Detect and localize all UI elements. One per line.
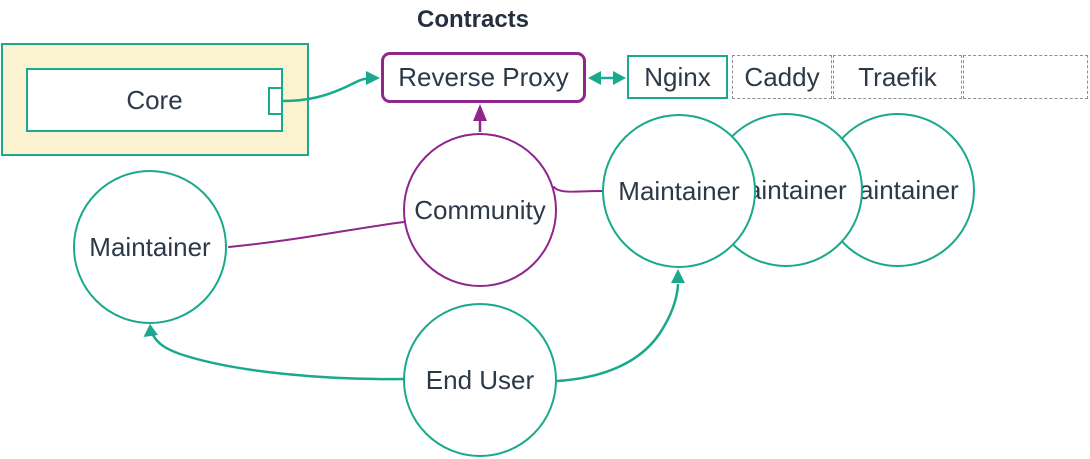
end-user-node: End User (403, 303, 557, 457)
caddy-label: Caddy (744, 61, 820, 92)
arrowhead-core-to-reverse-proxy (366, 71, 380, 85)
maintainer-left-node: Maintainer (73, 170, 227, 324)
nginx-label: Nginx (644, 61, 711, 92)
edge-enduser-to-maintainer-right (555, 283, 680, 383)
core-node: Core (26, 68, 283, 132)
edge-community-maintainer-right (553, 186, 604, 193)
reverse-proxy-node: Reverse Proxy (381, 52, 586, 103)
end-user-label: End User (425, 364, 535, 395)
traefik-label: Traefik (858, 61, 937, 92)
maintainer-right-1: Maintainer (602, 114, 756, 268)
maintainer-left-label: Maintainer (89, 231, 211, 262)
arrowhead-to-reverse-proxy (588, 71, 601, 85)
arrowhead-to-nginx (613, 71, 626, 85)
maintainer-right-1-label: Maintainer (618, 175, 740, 206)
arrowhead-community-to-reverse-proxy (473, 104, 487, 121)
arrowhead-enduser-to-maintainer-right (671, 269, 685, 283)
core-label: Core (126, 84, 183, 115)
core-port (268, 87, 283, 115)
arrowhead-enduser-to-maintainer-left (143, 324, 158, 337)
edge-community-maintainer-left (228, 221, 405, 248)
community-node: Community (403, 133, 557, 287)
edge-enduser-to-maintainer-left (151, 333, 405, 381)
community-label: Community (414, 194, 546, 225)
proxy-cell-caddy: Caddy (732, 55, 832, 99)
proxy-cell-empty (963, 55, 1088, 99)
diagram-title: Contracts (416, 6, 530, 33)
proxy-cell-nginx: Nginx (627, 55, 728, 99)
reverse-proxy-label: Reverse Proxy (398, 62, 569, 92)
proxy-cell-traefik: Traefik (833, 55, 962, 99)
